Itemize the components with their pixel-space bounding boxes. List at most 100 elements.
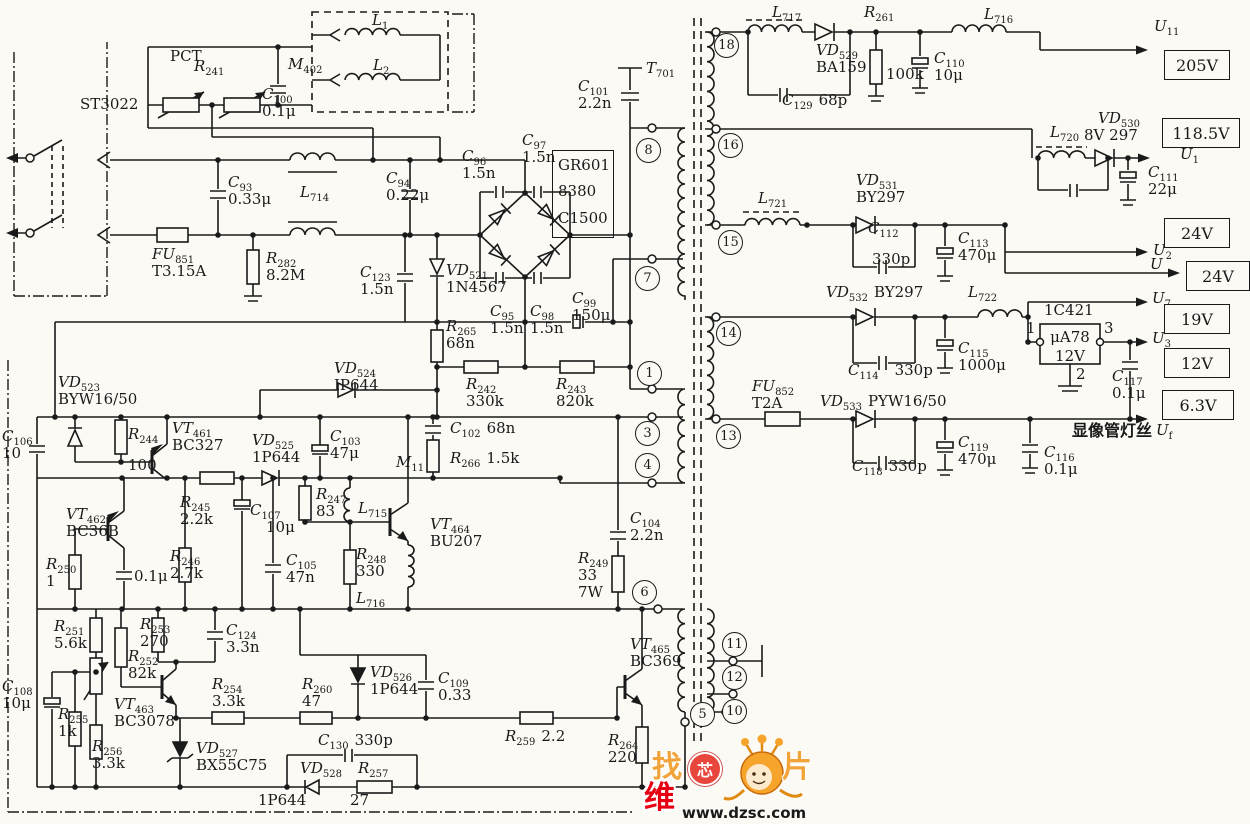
label-pct: PCT	[170, 47, 202, 65]
ic421-pin1: 1	[1026, 319, 1036, 337]
label-ic421-title: 1C421	[1044, 301, 1094, 319]
output-box-24v-a: 24V	[1164, 218, 1230, 248]
label-u2: U2	[1153, 241, 1173, 262]
terminal-10: 10	[722, 699, 747, 724]
label-r257: R257	[358, 759, 389, 780]
label-l714: L714	[300, 183, 330, 204]
terminal-13: 13	[716, 424, 741, 449]
terminal-11: 11	[722, 632, 747, 657]
terminal-18: 18	[714, 33, 739, 58]
terminal-6: 6	[632, 580, 657, 605]
label-st3022: ST3022	[80, 95, 139, 113]
label-l716-left: L716	[356, 589, 386, 610]
label-r241: R241	[194, 57, 225, 78]
terminal-1: 1	[637, 361, 662, 386]
label-vd528: VD528	[300, 759, 342, 780]
terminal-16: 16	[718, 133, 743, 158]
ic421-pin2: 2	[1076, 365, 1086, 383]
label-l1: L1	[372, 11, 389, 32]
label-r261-value: 100k	[886, 65, 924, 83]
terminal-3: 3	[635, 421, 660, 446]
label-uf: Uf	[1156, 421, 1173, 442]
terminal-8: 8	[636, 138, 661, 163]
label-crt-filament: 显像管灯丝	[1072, 421, 1153, 440]
terminal-15: 15	[718, 230, 743, 255]
terminal-12: 12	[722, 665, 747, 690]
label-l720: L720	[1050, 123, 1080, 144]
terminal-5: 5	[690, 702, 715, 727]
watermark-char-3: 片	[782, 750, 812, 785]
label-cap-01u: 0.1μ	[134, 567, 168, 585]
watermark-char-1: 找	[652, 750, 682, 785]
watermark-brand: 维库一下	[644, 780, 678, 816]
label-l717: L717	[772, 3, 802, 24]
terminal-4: 4	[635, 453, 660, 478]
label-r257-value: 27	[350, 791, 370, 809]
label-l721: L721	[758, 189, 788, 210]
label-m402: M402	[288, 55, 323, 76]
watermark-mascot	[723, 734, 803, 801]
label-u3: U3	[1152, 329, 1172, 350]
watermark-char-2: 芯	[688, 752, 722, 786]
label-r261: R261	[864, 3, 895, 24]
label-u11: U11	[1154, 17, 1180, 38]
output-box-118-5v: 118.5V	[1162, 118, 1240, 148]
label-u1: U1	[1180, 145, 1200, 166]
